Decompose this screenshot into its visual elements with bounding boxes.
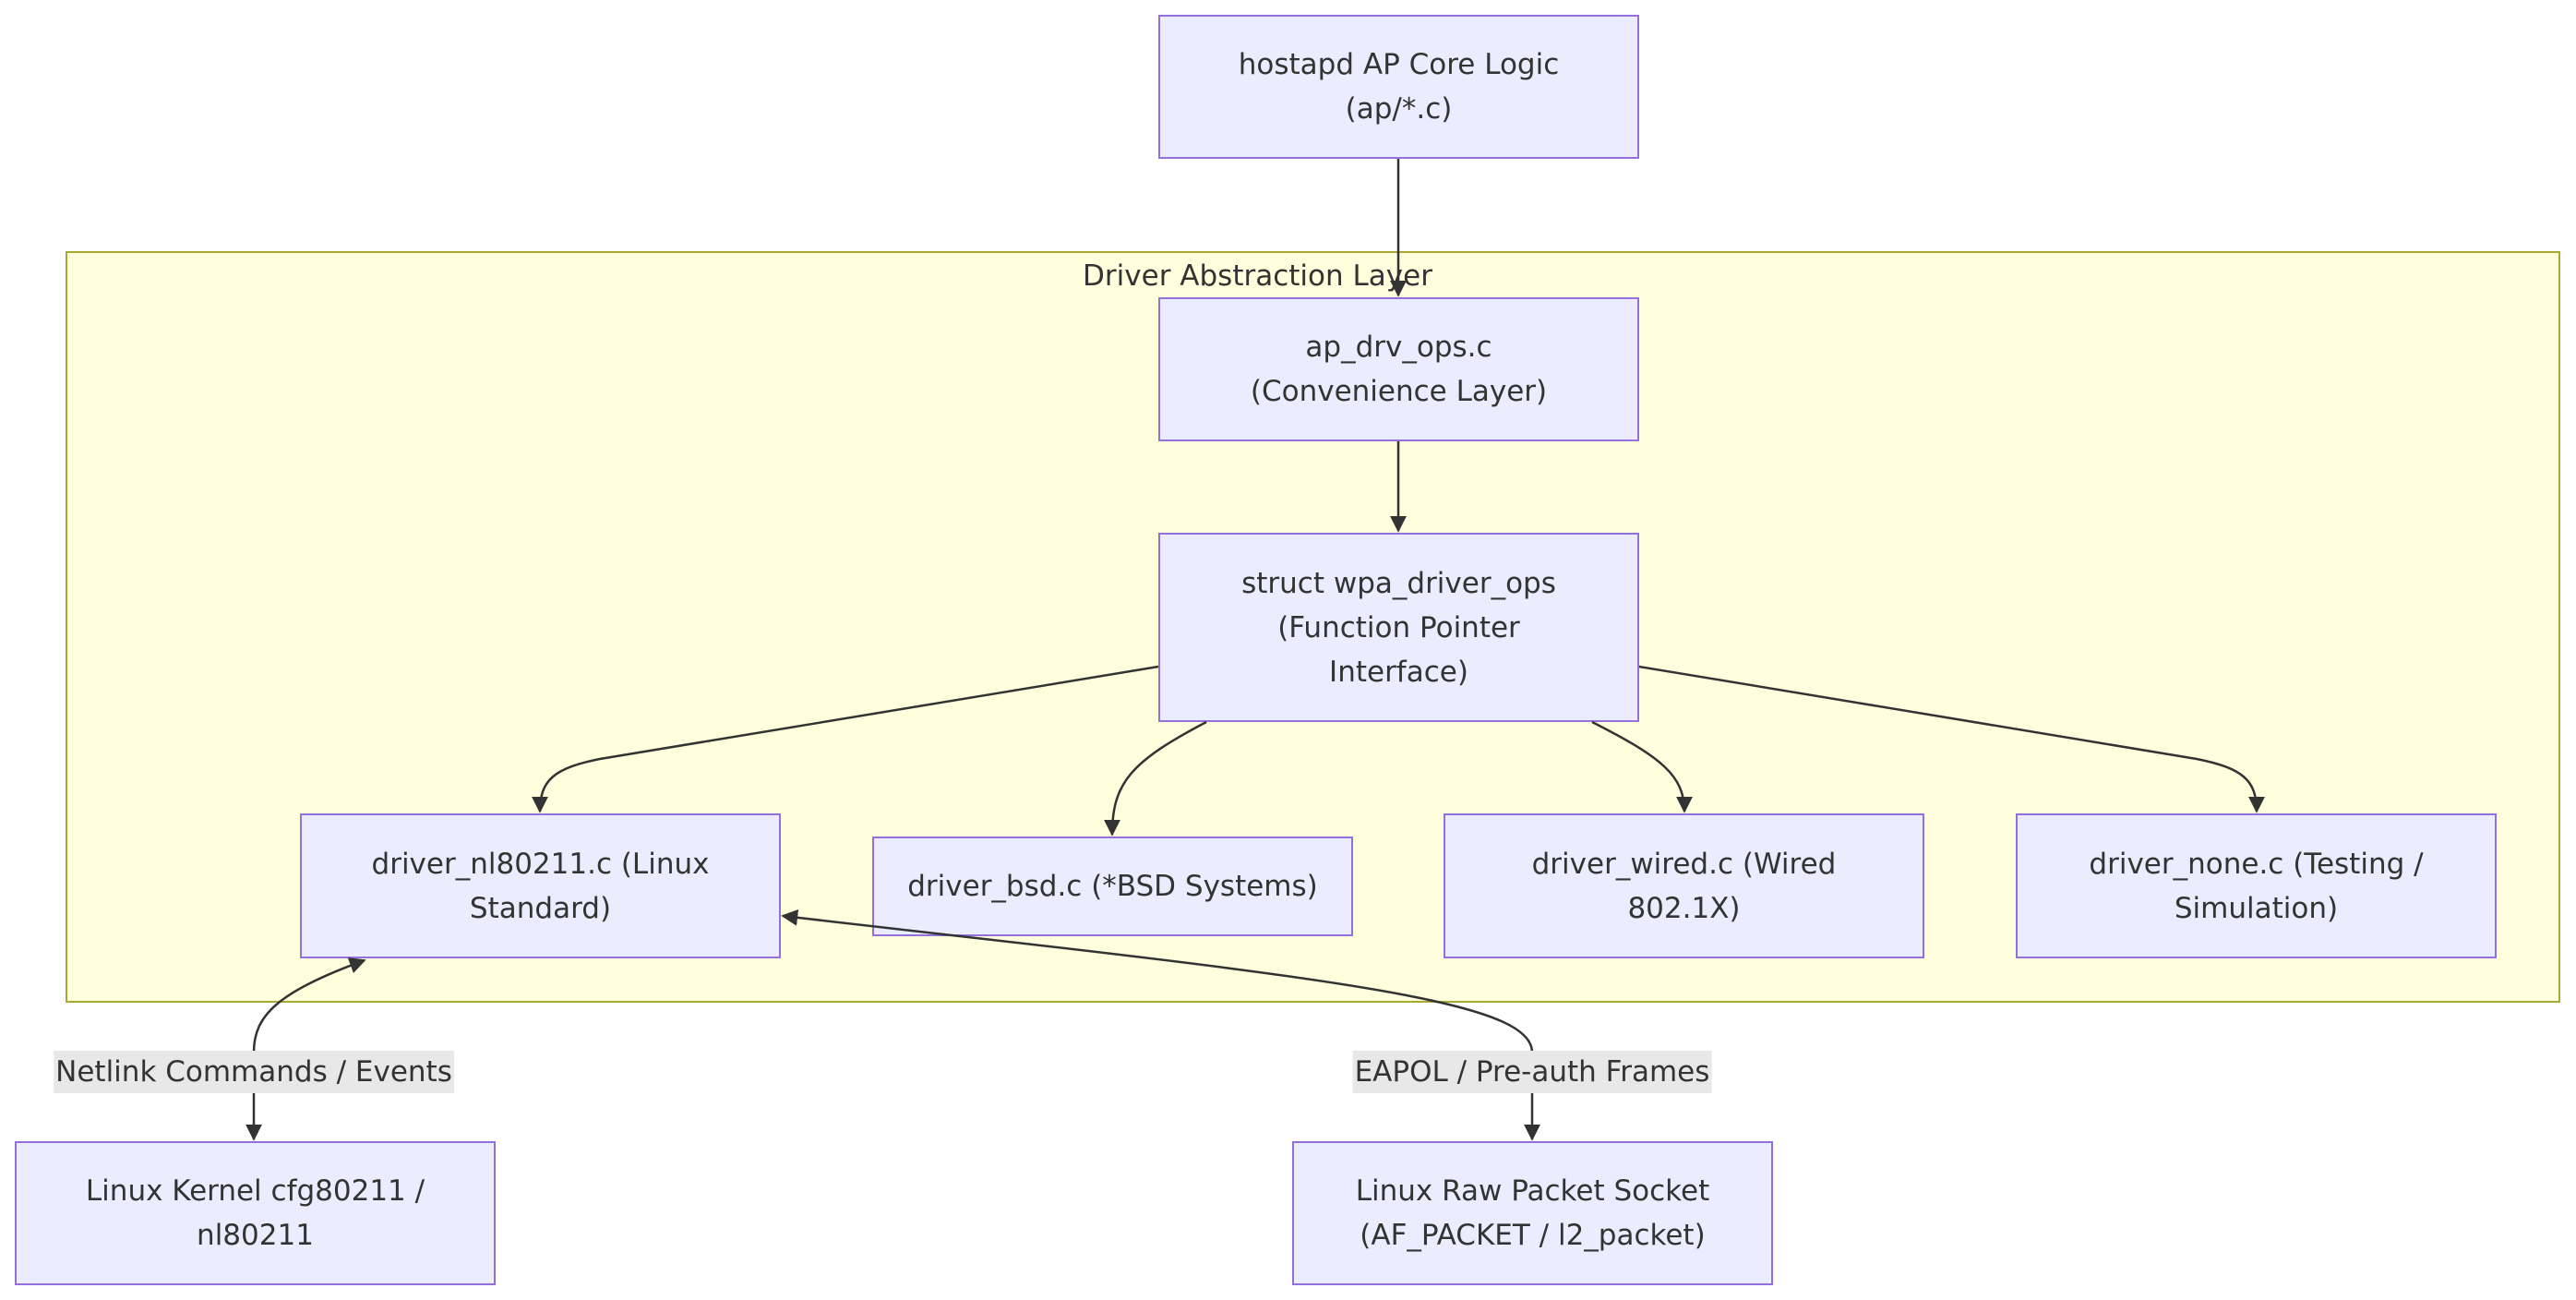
- node-linux-kernel-line1: Linux Kernel cfg80211 /: [85, 1174, 425, 1208]
- node-linux-kernel: Linux Kernel cfg80211 / nl80211: [15, 1141, 496, 1285]
- edge-label-netlink: Netlink Commands / Events: [54, 1051, 454, 1093]
- node-wpa-driver-ops: struct wpa_driver_ops (Function Pointer …: [1158, 533, 1639, 722]
- node-driver-bsd-line1: driver_bsd.c (*BSD Systems): [907, 870, 1318, 903]
- node-driver-none-line1: driver_none.c (Testing /: [2089, 847, 2424, 881]
- node-wpa-driver-ops-line1: struct wpa_driver_ops: [1241, 566, 1556, 600]
- node-ap-drv-ops-line1: ap_drv_ops.c: [1305, 331, 1492, 364]
- node-driver-wired: driver_wired.c (Wired 802.1X): [1444, 813, 1924, 958]
- node-hostapd-core-line2: (ap/*.c): [1345, 92, 1453, 126]
- node-wpa-driver-ops-line3: Interface): [1329, 655, 1468, 689]
- node-driver-nl80211: driver_nl80211.c (Linux Standard): [300, 813, 781, 958]
- node-driver-nl80211-line1: driver_nl80211.c (Linux: [371, 847, 710, 881]
- node-hostapd-core: hostapd AP Core Logic (ap/*.c): [1158, 15, 1639, 159]
- node-raw-packet-socket: Linux Raw Packet Socket (AF_PACKET / l2_…: [1292, 1141, 1773, 1285]
- cluster-title: Driver Abstraction Layer: [1083, 259, 1432, 293]
- node-ap-drv-ops: ap_drv_ops.c (Convenience Layer): [1158, 297, 1639, 441]
- node-hostapd-core-line1: hostapd AP Core Logic: [1238, 48, 1560, 81]
- node-raw-packet-socket-line2: (AF_PACKET / l2_packet): [1360, 1219, 1706, 1252]
- node-driver-wired-line1: driver_wired.c (Wired: [1531, 847, 1837, 881]
- node-driver-bsd: driver_bsd.c (*BSD Systems): [872, 837, 1353, 936]
- node-wpa-driver-ops-line2: (Function Pointer: [1277, 610, 1520, 644]
- node-driver-none: driver_none.c (Testing / Simulation): [2016, 813, 2497, 958]
- node-raw-packet-socket-line1: Linux Raw Packet Socket: [1355, 1174, 1710, 1208]
- edge-label-eapol: EAPOL / Pre-auth Frames: [1352, 1051, 1712, 1093]
- node-linux-kernel-line2: nl80211: [197, 1219, 314, 1252]
- node-driver-wired-line2: 802.1X): [1627, 891, 1741, 925]
- node-driver-nl80211-line2: Standard): [469, 891, 612, 925]
- node-ap-drv-ops-line2: (Convenience Layer): [1250, 375, 1548, 408]
- node-driver-none-line2: Simulation): [2174, 891, 2339, 925]
